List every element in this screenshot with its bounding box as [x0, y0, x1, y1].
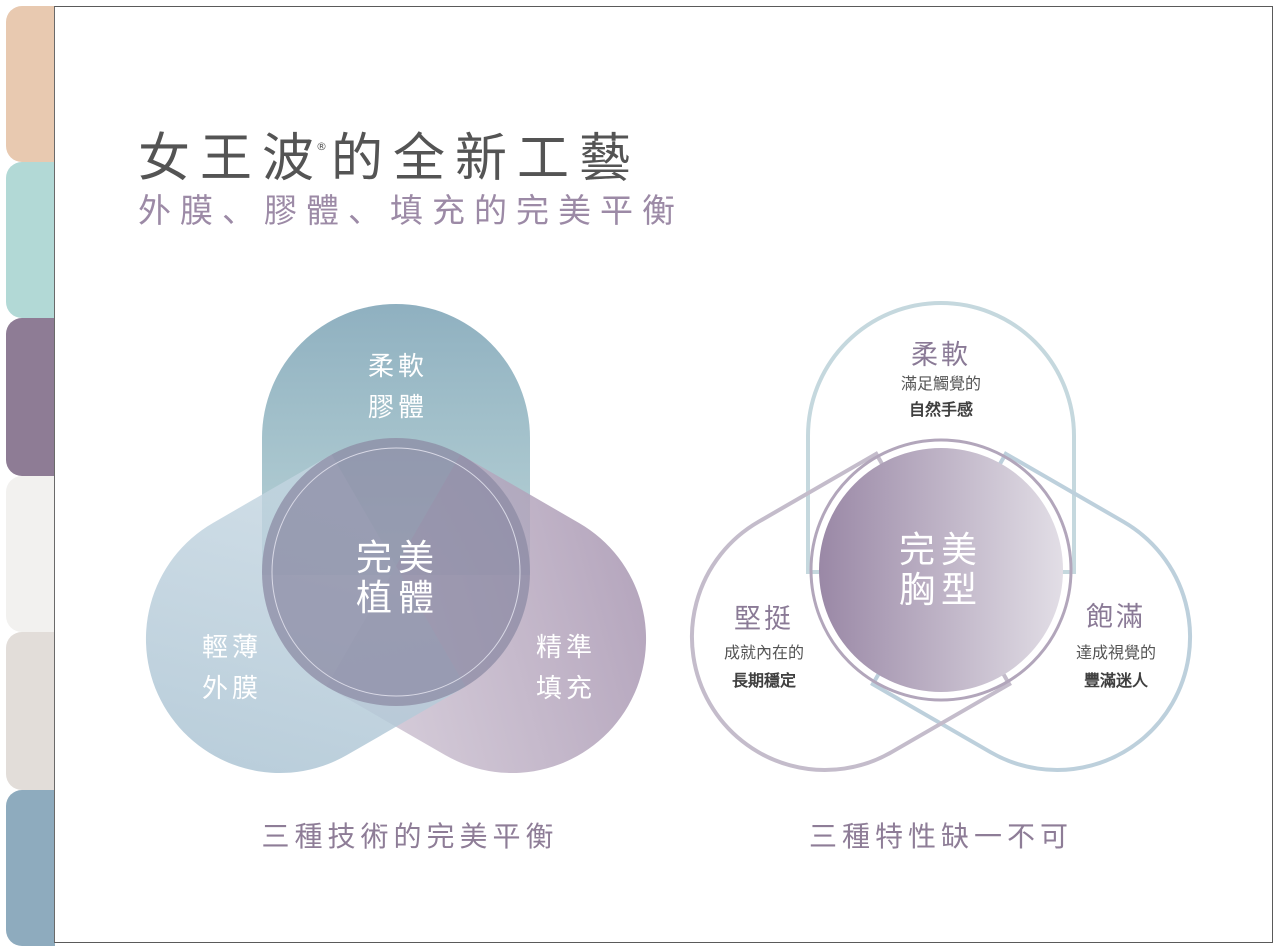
- label-top-line1: 柔軟: [368, 352, 428, 382]
- venn-technique-diagram: 柔軟 膠體 輕薄 外膜 精準 填充 完美 植體 三種技術的完美平衡: [145, 304, 647, 853]
- outline-lobe-top: [806, 301, 1076, 574]
- label-center-line1: 完美: [356, 538, 440, 579]
- registered-mark: ®: [316, 140, 328, 153]
- side-tab-greige[interactable]: [6, 632, 55, 790]
- side-tab-mint[interactable]: [6, 162, 55, 318]
- page-subtitle: 外膜、膠體、填充的完美平衡: [138, 191, 684, 230]
- title-rest: 的全新工藝: [331, 129, 642, 189]
- title-brand: 女王波: [138, 129, 325, 189]
- side-tab-blue[interactable]: [6, 790, 55, 946]
- label-top-line2: 膠體: [368, 393, 428, 423]
- center-outer-ring: [809, 438, 1073, 702]
- trait-top-line2: 自然手感: [909, 400, 973, 419]
- side-tab-mauve[interactable]: [6, 318, 55, 476]
- page-title: 女王波®的全新工藝: [138, 112, 641, 194]
- outline-lobe-right: [689, 451, 1012, 772]
- label-left-line1: 輕薄: [202, 633, 262, 663]
- trait-center-line1: 完美: [899, 530, 983, 571]
- caption-left: 三種技術的完美平衡: [261, 820, 558, 853]
- trait-left-line2: 長期穩定: [732, 671, 796, 690]
- venn-center-circle: [262, 438, 530, 706]
- trait-right-title: 飽滿: [1086, 602, 1146, 633]
- label-left-line2: 外膜: [202, 674, 262, 704]
- label-right-line1: 精準: [536, 633, 596, 663]
- side-tab-offwhite[interactable]: [6, 476, 55, 632]
- trait-top-line1: 滿足觸覺的: [901, 374, 981, 393]
- trait-top-title: 柔軟: [911, 340, 971, 371]
- trait-right-line2: 豐滿迷人: [1084, 671, 1149, 690]
- venn-trait-diagram: 柔軟 滿足觸覺的 自然手感 堅挺 成就內在的 長期穩定 飽滿 達成視覺的 豐滿迷…: [689, 301, 1193, 853]
- center-filled-circle: [819, 448, 1063, 692]
- slide-page: [54, 6, 1273, 943]
- label-right-line2: 填充: [536, 674, 596, 704]
- venn-center-ring: [271, 447, 521, 697]
- outline-lobe-left: [870, 451, 1193, 772]
- trait-right-line1: 達成視覺的: [1076, 643, 1156, 662]
- caption-right: 三種特性缺一不可: [809, 820, 1073, 853]
- trait-center-line2: 胸型: [899, 570, 983, 611]
- trait-left-line1: 成就內在的: [724, 643, 804, 662]
- label-center-line2: 植體: [356, 578, 440, 619]
- side-tab-peach[interactable]: [6, 6, 55, 162]
- trait-left-title: 堅挺: [734, 604, 794, 635]
